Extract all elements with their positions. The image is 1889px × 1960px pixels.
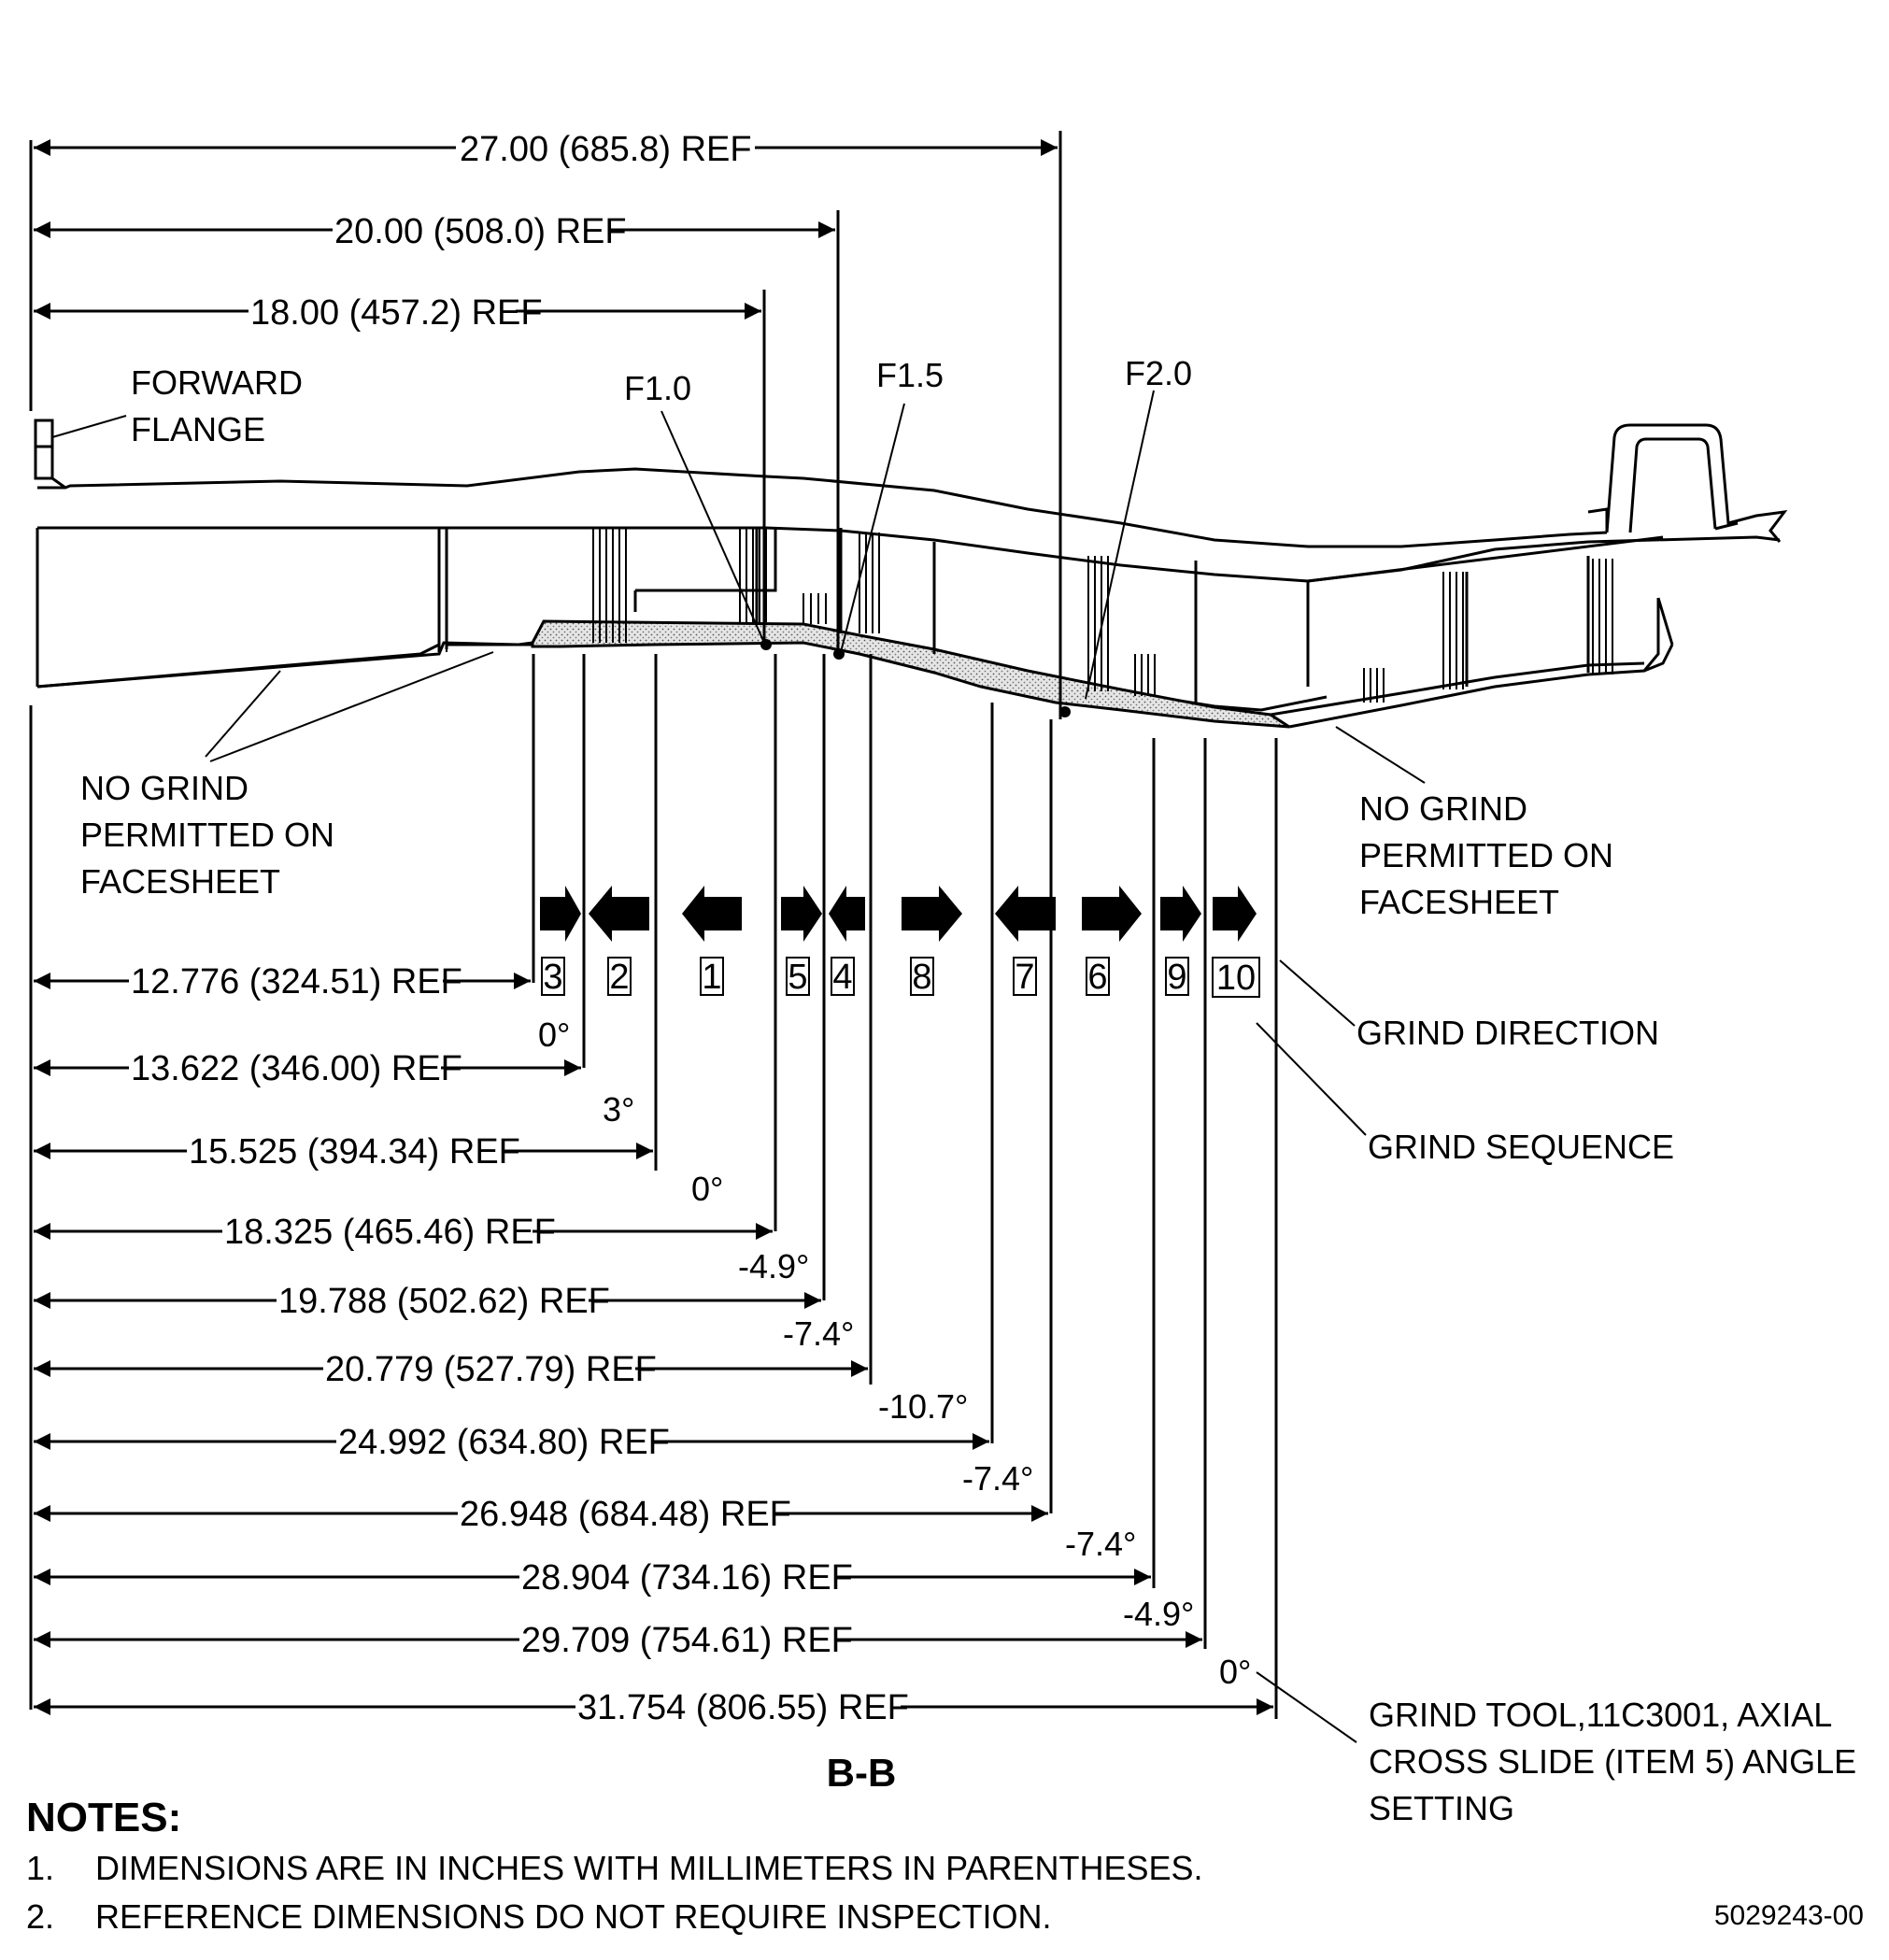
svg-text:5: 5 bbox=[788, 958, 807, 997]
seq-box: 6 bbox=[1086, 957, 1110, 997]
dim-top-2: 20.00 (508.0) REF bbox=[334, 212, 627, 251]
dim-station-2: 13.622 (346.00) REF bbox=[131, 1049, 462, 1088]
grind-arrow-7 bbox=[995, 886, 1056, 942]
part-section bbox=[34, 419, 1788, 729]
dim-station-3: 15.525 (394.34) REF bbox=[189, 1132, 520, 1172]
dim-station-5: 19.788 (502.62) REF bbox=[278, 1282, 610, 1321]
note-1-text: DIMENSIONS ARE IN INCHES WITH MILLIMETER… bbox=[95, 1849, 1203, 1887]
section-title: B-B bbox=[827, 1751, 897, 1795]
svg-text:3: 3 bbox=[543, 958, 562, 997]
f20-point bbox=[1059, 706, 1071, 717]
grind-tool-label-2: CROSS SLIDE (ITEM 5) ANGLE bbox=[1369, 1742, 1856, 1781]
grind-arrow-4 bbox=[829, 886, 865, 942]
f10-label: F1.0 bbox=[624, 369, 691, 407]
svg-text:4: 4 bbox=[832, 958, 852, 997]
svg-text:10: 10 bbox=[1216, 959, 1256, 998]
station-dimensions: 12.776 (324.51) REF 13.622 (346.00) REF … bbox=[34, 962, 1273, 1727]
angle-10: 0° bbox=[1219, 1653, 1251, 1691]
angle-4: -7.4° bbox=[783, 1314, 854, 1353]
station-lines bbox=[29, 654, 1278, 1719]
seq-box: 1 bbox=[700, 957, 724, 997]
dim-station-1: 12.776 (324.51) REF bbox=[131, 962, 462, 1001]
no-grind-right-3: FACESHEET bbox=[1359, 883, 1559, 921]
dim-station-7: 24.992 (634.80) REF bbox=[338, 1423, 670, 1462]
angle-9: -4.9° bbox=[1123, 1595, 1194, 1633]
seq-box: 10 bbox=[1212, 957, 1260, 998]
svg-text:9: 9 bbox=[1167, 958, 1186, 997]
angle-2: 3° bbox=[603, 1090, 634, 1129]
dim-station-4: 18.325 (465.46) REF bbox=[224, 1213, 556, 1252]
dim-station-9: 28.904 (734.16) REF bbox=[521, 1558, 853, 1598]
grind-arrow-5 bbox=[781, 886, 822, 942]
drawing-number: 5029243-00 bbox=[1714, 1900, 1864, 1931]
top-dimensions: 27.00 (685.8) REF 20.00 (508.0) REF 18.0… bbox=[29, 130, 1062, 719]
forward-flange-label-2: FLANGE bbox=[131, 410, 265, 448]
angle-settings: 0° 3° 0° -4.9° -7.4° -10.7° -7.4° -7.4° … bbox=[538, 1016, 1251, 1691]
note-1-number: 1. bbox=[26, 1849, 54, 1887]
svg-text:2: 2 bbox=[609, 958, 629, 997]
note-2-number: 2. bbox=[26, 1897, 54, 1936]
no-grind-right-2: PERMITTED ON bbox=[1359, 836, 1613, 874]
angle-5: -4.9° bbox=[738, 1247, 809, 1285]
grind-sequence: 3 2 1 5 4 8 7 6 9 10 bbox=[541, 957, 1260, 998]
grind-arrow-3 bbox=[540, 886, 581, 942]
dim-top-3: 18.00 (457.2) REF bbox=[250, 293, 543, 333]
no-grind-left-3: FACESHEET bbox=[80, 862, 280, 901]
grind-tool-label-1: GRIND TOOL,11C3001, AXIAL bbox=[1369, 1696, 1832, 1734]
no-grind-left-2: PERMITTED ON bbox=[80, 816, 334, 854]
grind-tool-label-3: SETTING bbox=[1369, 1789, 1514, 1827]
notes-heading: NOTES: bbox=[26, 1795, 181, 1840]
f20-label: F2.0 bbox=[1125, 354, 1192, 392]
grind-arrow-1 bbox=[682, 886, 742, 942]
angle-3: 0° bbox=[538, 1016, 570, 1054]
grind-region bbox=[531, 619, 1290, 729]
angle-7: -7.4° bbox=[962, 1459, 1033, 1498]
f10-point bbox=[760, 639, 772, 650]
svg-text:7: 7 bbox=[1015, 958, 1034, 997]
grind-direction-label: GRIND DIRECTION bbox=[1356, 1014, 1659, 1052]
seq-box: 7 bbox=[1013, 957, 1037, 997]
seq-box: 4 bbox=[831, 957, 855, 997]
seq-box: 2 bbox=[607, 957, 632, 997]
no-grind-left-1: NO GRIND bbox=[80, 769, 249, 807]
angle-1: 0° bbox=[691, 1170, 723, 1208]
dim-station-6: 20.779 (527.79) REF bbox=[325, 1350, 657, 1389]
f15-label: F1.5 bbox=[876, 356, 944, 394]
forward-flange-label-1: FORWARD bbox=[131, 363, 303, 402]
dim-station-10: 29.709 (754.61) REF bbox=[521, 1621, 853, 1660]
notes: NOTES: 1. DIMENSIONS ARE IN INCHES WITH … bbox=[26, 1795, 1203, 1936]
grind-direction-arrows bbox=[540, 886, 1257, 942]
svg-text:8: 8 bbox=[912, 958, 931, 997]
dim-station-11: 31.754 (806.55) REF bbox=[577, 1688, 909, 1727]
grind-arrow-6 bbox=[1082, 886, 1142, 942]
grind-arrow-9 bbox=[1160, 886, 1201, 942]
seq-box: 8 bbox=[910, 957, 934, 997]
grind-arrow-10 bbox=[1213, 886, 1257, 942]
seq-box: 3 bbox=[541, 957, 565, 997]
grind-arrow-2 bbox=[589, 886, 649, 942]
angle-6: -7.4° bbox=[1065, 1525, 1136, 1563]
no-grind-right-1: NO GRIND bbox=[1359, 789, 1527, 828]
dim-station-8: 26.948 (684.48) REF bbox=[460, 1495, 791, 1534]
callouts: FORWARD FLANGE NO GRIND PERMITTED ON FAC… bbox=[51, 363, 1856, 1827]
seq-box: 5 bbox=[786, 957, 810, 997]
f-points: F1.0 F1.5 F2.0 bbox=[624, 354, 1192, 717]
grind-sequence-label: GRIND SEQUENCE bbox=[1368, 1128, 1674, 1166]
svg-text:6: 6 bbox=[1087, 958, 1107, 997]
grind-arrow-8 bbox=[902, 886, 962, 942]
note-2-text: REFERENCE DIMENSIONS DO NOT REQUIRE INSP… bbox=[95, 1897, 1051, 1936]
dim-top-1: 27.00 (685.8) REF bbox=[460, 130, 752, 169]
seq-box: 9 bbox=[1165, 957, 1189, 997]
angle-8: -10.7° bbox=[878, 1387, 968, 1426]
svg-text:1: 1 bbox=[702, 958, 721, 997]
